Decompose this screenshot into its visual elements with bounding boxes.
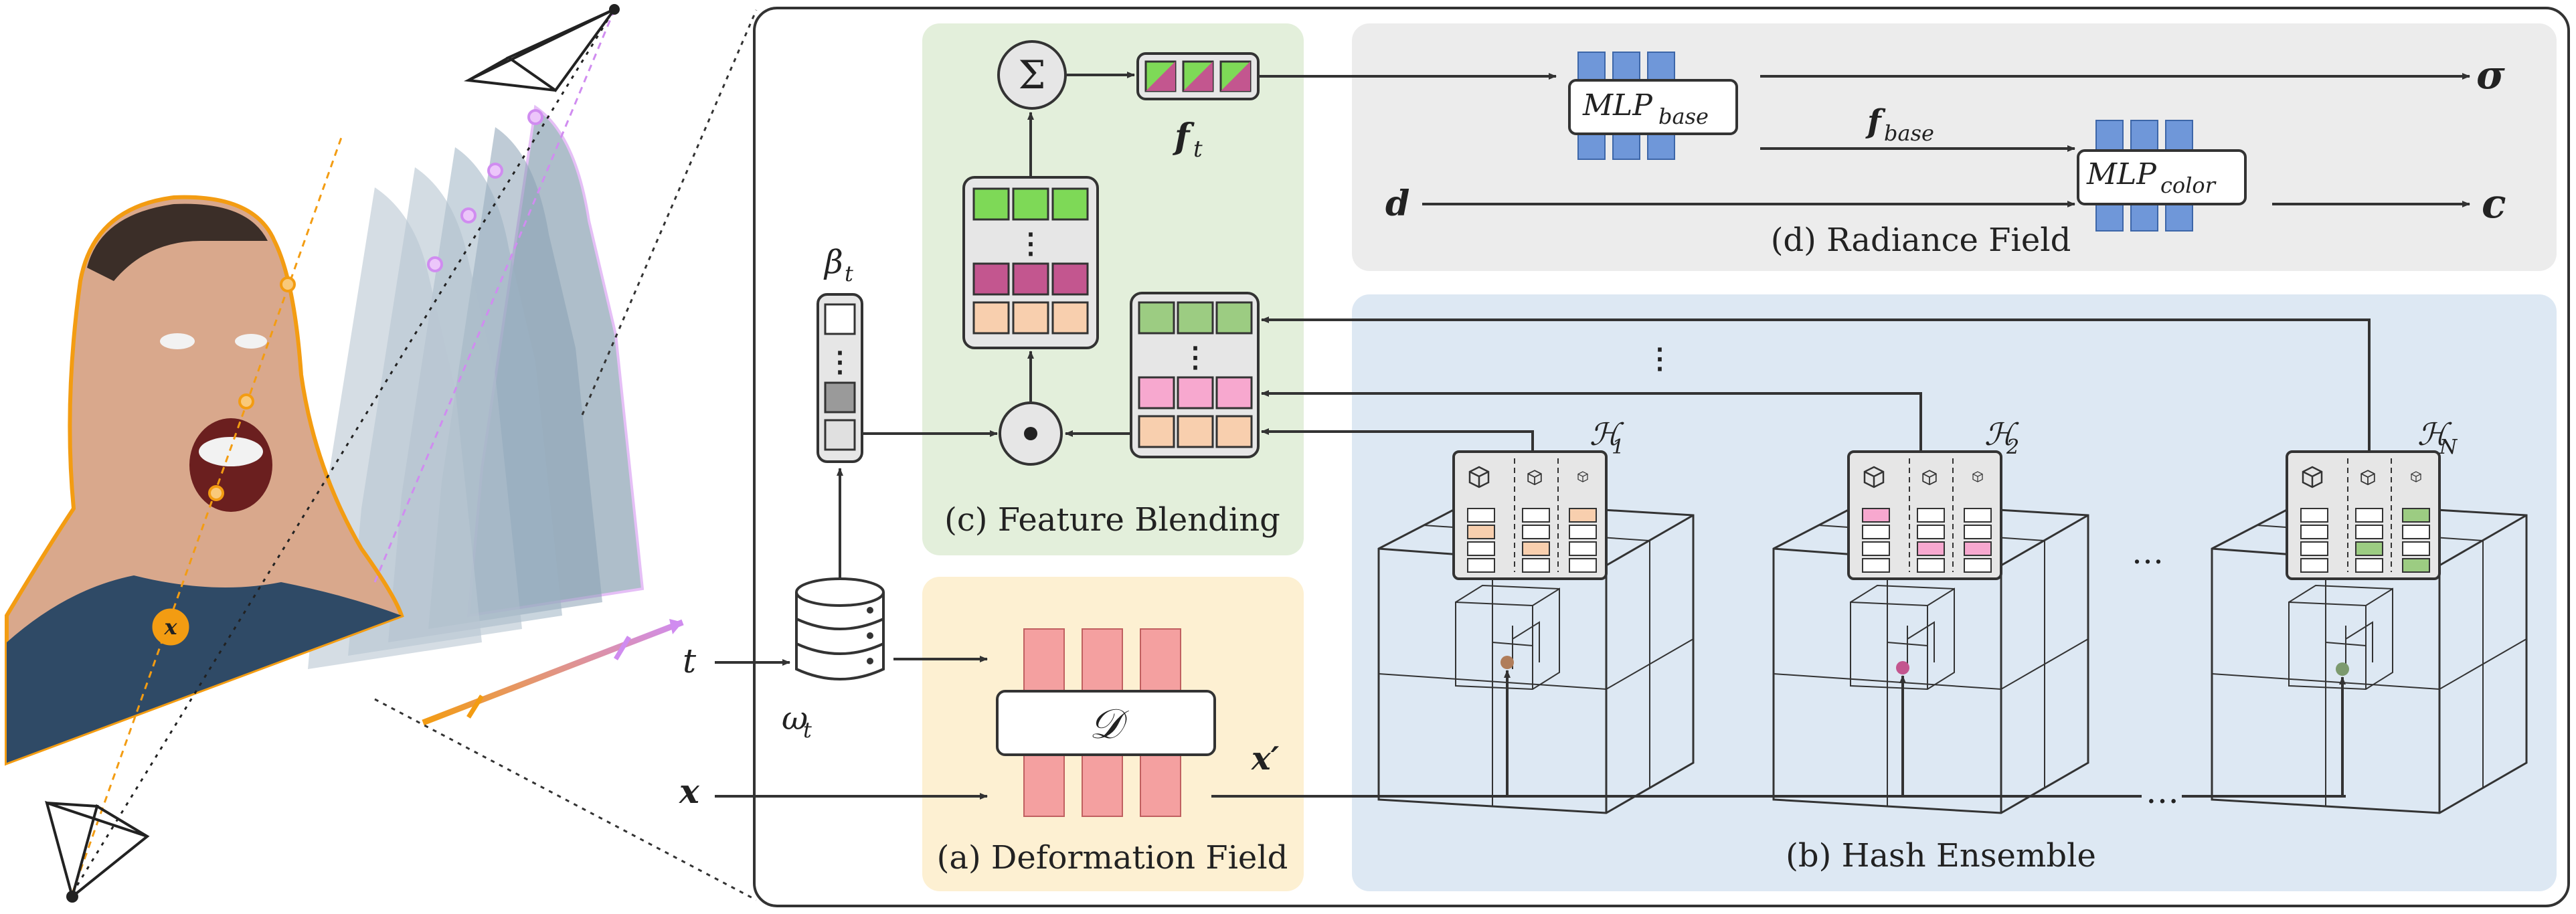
hash-1-subscript: 1 — [1612, 436, 1624, 459]
panel-d-title: (d) Radiance Field — [1771, 221, 2071, 259]
beta-weight-vector: ⋮ — [817, 293, 863, 463]
latent-database-icon — [795, 577, 885, 680]
camera-top-icon — [463, 4, 620, 92]
mlp-color-label: MLP — [2086, 157, 2157, 191]
query-point-label: x — [163, 614, 177, 640]
hash-n-subscript: N — [2439, 436, 2458, 459]
fbase-subscript: base — [1884, 120, 1934, 146]
sum-symbol: Σ — [1018, 52, 1045, 98]
pipeline-frame — [753, 7, 2570, 907]
deformed-position-label: x′ — [1251, 740, 1280, 778]
hash-grid-n: ℋ N — [2211, 416, 2528, 814]
sum-node — [997, 40, 1067, 110]
mlp-base-subscript: base — [1658, 104, 1709, 129]
hash-1-label: ℋ — [1590, 416, 1624, 452]
blended-feature-vector — [1136, 52, 1260, 100]
hash-2-subscript: 2 — [2006, 436, 2019, 459]
time-axis — [422, 619, 684, 726]
input-face-stack: x — [5, 4, 758, 903]
hash-grid-2: ℋ 2 — [1772, 416, 2089, 814]
purple-ray — [373, 6, 617, 583]
density-output-label: σ — [2476, 52, 2505, 98]
direction-input-label: d — [1385, 183, 1409, 224]
hash-row-ellipsis: … — [2146, 772, 2179, 811]
hash-2-label: ℋ — [1984, 416, 2019, 452]
panel-a-title: (a) Deformation Field — [937, 839, 1288, 877]
hash-n-label: ℋ — [2417, 416, 2452, 452]
omega-label: ω — [782, 700, 808, 737]
beta-subscript: t — [845, 261, 853, 286]
query-point-x — [152, 608, 189, 646]
position-input-label: x — [679, 771, 700, 811]
beta-label: β — [823, 244, 843, 281]
deformation-network: 𝒟 — [996, 628, 1216, 817]
panel-c-title: (c) Feature Blending — [944, 501, 1280, 539]
panel-b-title: (b) Hash Ensemble — [1786, 837, 2096, 875]
hash-matrix-ellipsis: ⋮ — [1181, 341, 1209, 373]
mlp-base-label: MLP — [1582, 88, 1653, 122]
matrix-ellipsis-top: ⋮ — [1017, 227, 1045, 260]
hash-grid-ellipsis: … — [2132, 534, 2164, 571]
hash-feature-matrix: ⋮ — [1130, 292, 1260, 458]
color-output-label: c — [2482, 181, 2506, 227]
mlp-color-subscript: color — [2160, 173, 2217, 198]
orange-ray — [71, 133, 344, 894]
beta-ellipsis: ⋮ — [826, 345, 854, 378]
feature-line-ellipsis: ⋮ — [1646, 342, 1674, 375]
time-input-label: t — [683, 642, 697, 680]
weighted-feature-matrix: ⋮ — [962, 176, 1099, 349]
camera-bottom-icon — [45, 800, 150, 903]
ft-subscript: t — [1193, 136, 1203, 163]
omega-subscript: t — [803, 717, 812, 743]
hash-grid-1: ℋ 1 — [1377, 416, 1695, 814]
mlp-color-network: MLP color — [2077, 120, 2247, 232]
mlp-base-network: MLP base — [1568, 52, 1738, 160]
